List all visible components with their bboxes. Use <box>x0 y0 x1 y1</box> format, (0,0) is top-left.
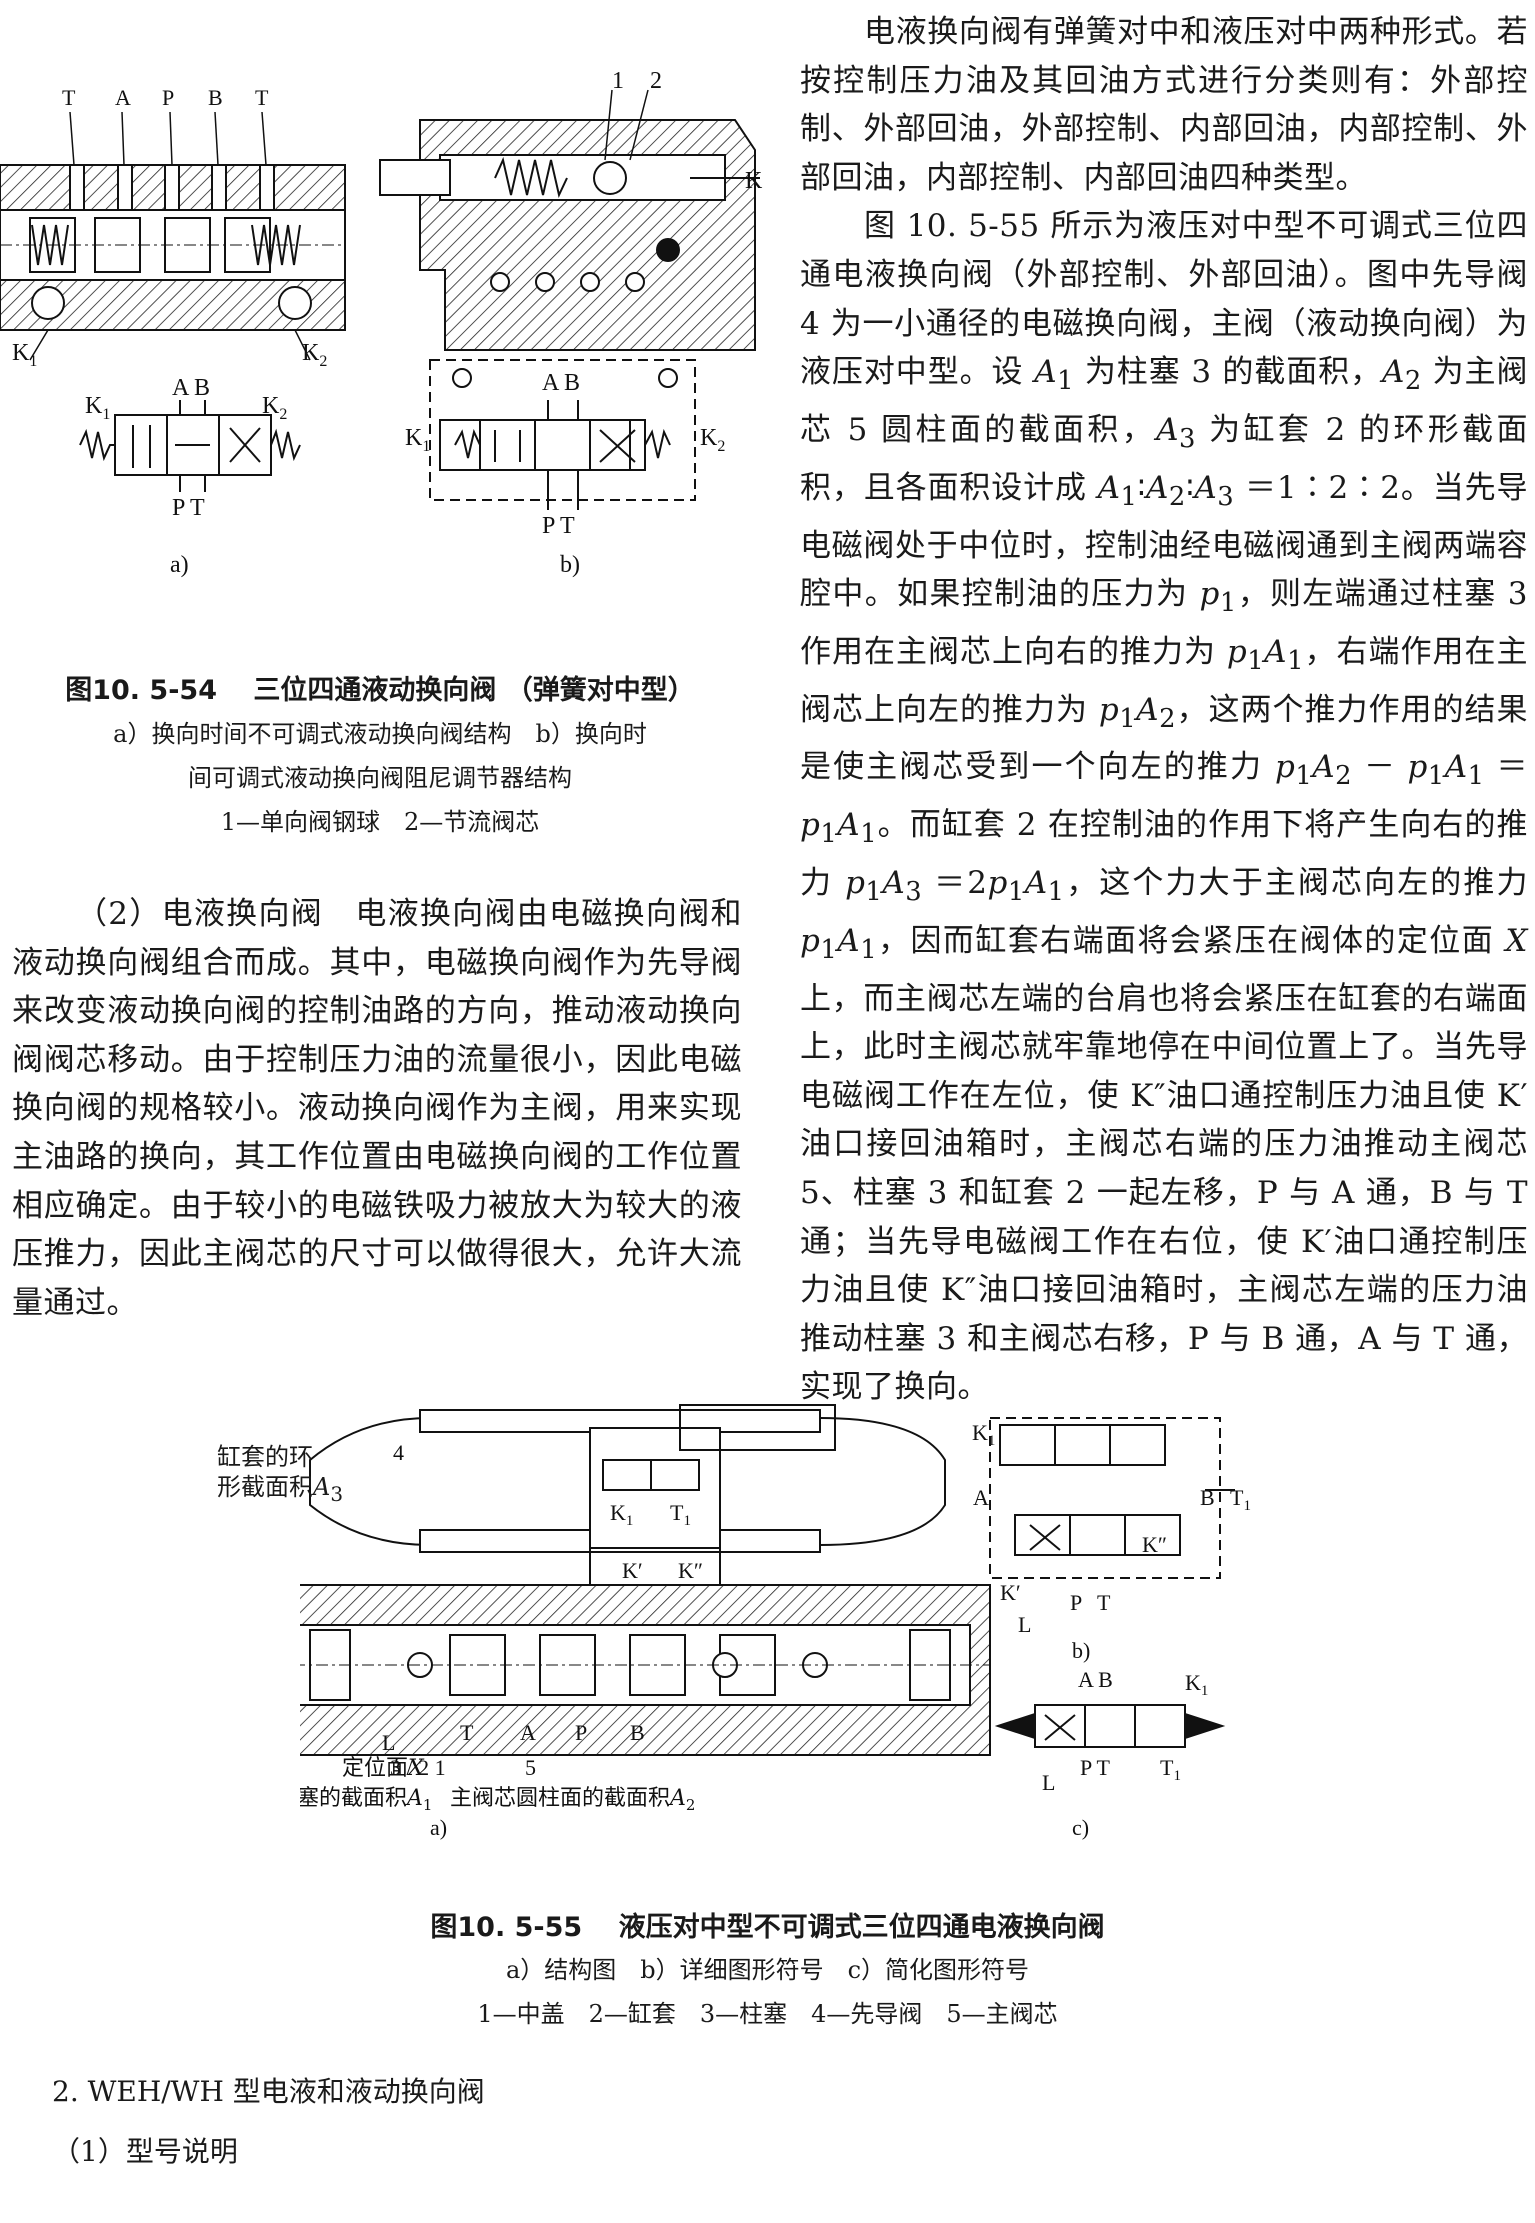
fig55a-port-a: A <box>520 1720 536 1745</box>
fig55a-main-valve <box>300 1584 991 1756</box>
fig55a-port-t: T <box>460 1720 474 1745</box>
fig55a-annulus-line-1: 缸套的环 <box>217 1443 313 1471</box>
fig54a-symbol-k2: K2 <box>262 393 287 423</box>
fig55-caption-line-2: 1—中盖 2—缸套 3—柱塞 4—先导阀 5—主阀芯 <box>477 2000 1058 2028</box>
fig54b-symbol <box>429 359 696 510</box>
fig54a-sublabel: a) <box>170 552 189 578</box>
section-heading-model-description: （1）型号说明 <box>52 2135 238 2168</box>
fig54a-section <box>0 164 346 361</box>
fig55c-l: L <box>1042 1770 1055 1795</box>
fig55-caption-line-1: a）结构图 b）详细图形符号 c）简化图形符号 <box>505 1956 1030 1984</box>
fig54-caption-line-2: 间可调式液动换向阀阻尼调节器结构 <box>188 764 572 792</box>
fig55b-sublabel: b) <box>1072 1638 1090 1663</box>
fig54a-k2-label: K2 <box>302 340 327 370</box>
fig54-caption-title: 图10. 5-54 三位四通液动换向阀 （弹簧对中型） <box>65 675 695 706</box>
fig55b-p: P <box>1070 1590 1082 1615</box>
fig55a-pilot-t1: T1 <box>670 1500 691 1529</box>
right-paragraph-2: 图 10. 5-55 所示为液压对中型不可调式三位四通电液换向阀（外部控制、外部… <box>800 208 1529 1406</box>
right-paragraph-1: 电液换向阀有弹簧对中和液压对中两种形式。若按控制压力油及其回油方式进行分类则有：… <box>800 14 1528 196</box>
fig55b-k-double-prime: K″ <box>1142 1532 1167 1557</box>
fig54-port-label-t2: T <box>255 85 269 110</box>
fig54a-symbol-ab: A B <box>172 375 210 401</box>
fig54b-sublabel: b) <box>560 552 580 578</box>
fig55a-port-b: B <box>630 1720 645 1745</box>
fig54-caption-lines: a）换向时间不可调式液动换向阀结构 b）换向时 间可调式液动换向阀阻尼调节器结构… <box>0 712 760 844</box>
fig54-port-label-p: P <box>162 85 174 110</box>
fig55a-sublabel: a) <box>430 1815 447 1840</box>
fig54b-symbol-pt: P T <box>542 513 575 539</box>
fig54b-symbol-k1: K1 <box>405 425 430 455</box>
fig55b-k1: K1 <box>972 1420 995 1449</box>
fig54-port-label-a: A <box>115 85 131 110</box>
fig55a-datum-label: 定位面X <box>342 1756 425 1781</box>
fig55b-t1: T1 <box>1230 1485 1251 1514</box>
fig54b-callout-1: 1 <box>612 68 624 94</box>
fig55a-k-double-prime: K″ <box>678 1558 703 1583</box>
fig54b-symbol-ab: A B <box>542 370 580 396</box>
fig55a-port-p: P <box>575 1720 587 1745</box>
fig55c-k1: K1 <box>1185 1670 1208 1699</box>
fig54a-symbol <box>79 400 301 492</box>
fig54-caption-line-1: a）换向时间不可调式液动换向阀结构 b）换向时 <box>113 720 647 748</box>
fig54a-k1-label: K1 <box>12 340 37 370</box>
fig55c-simplified-symbol <box>994 1704 1226 1748</box>
fig55a-annulus-line-2: 形截面积A3 <box>217 1473 344 1506</box>
figure-10-5-55: 4 K1 T1 K′ K″ T A P B K1 A B T1 K′ K″ L … <box>300 1404 1251 1840</box>
figure-10-5-54: T A P B T K1 K2 A B P T K1 K2 a) <box>0 68 763 578</box>
fig54b-symbol-k2: K2 <box>700 425 725 455</box>
fig55b-port-b: B <box>1200 1485 1215 1510</box>
fig55a-spool-area: 主阀芯圆柱面的截面积A2 <box>450 1786 695 1814</box>
fig55c-ab: A B <box>1078 1667 1113 1692</box>
fig55c-pt: P T <box>1080 1755 1111 1780</box>
fig54b-section <box>379 89 760 351</box>
section-heading-weh-wh: 2. WEH/WH 型电液和液动换向阀 <box>52 2075 485 2108</box>
right-column: 电液换向阀有弹簧对中和液压对中两种形式。若按控制压力油及其回油方式进行分类则有：… <box>800 8 1528 1412</box>
fig55a-label-4: 4 <box>393 1440 404 1465</box>
fig55c-t1: T1 <box>1160 1755 1181 1784</box>
fig54a-symbol-pt: P T <box>172 495 205 521</box>
fig55a-k-prime: K′ <box>622 1558 643 1583</box>
fig55c-sublabel: c) <box>1072 1815 1089 1840</box>
fig55-caption-title: 图10. 5-55 液压对中型不可调式三位四通电液换向阀 <box>430 1912 1105 1943</box>
left-paragraph-electrohydraulic-valve: （2）电液换向阀 电液换向阀由电磁换向阀和液动换向阀组合而成。其中，电磁换向阀作… <box>12 896 742 1321</box>
fig55b-k-prime: K′ <box>1000 1580 1021 1605</box>
fig55b-port-a: A <box>973 1485 989 1510</box>
fig55a-callout-5: 5 <box>525 1755 536 1780</box>
fig54a-symbol-k1: K1 <box>85 393 110 423</box>
fig55a-pilot-k1: K1 <box>610 1500 633 1529</box>
fig54-caption-line-3: 1—单向阀钢球 2—节流阀芯 <box>220 808 540 836</box>
fig55a-l: L <box>382 1730 395 1755</box>
fig54-port-label-b: B <box>208 85 223 110</box>
fig55a-annulus-label: 缸套的环 形截面积A3 <box>217 1442 343 1509</box>
fig54b-k-label: K <box>745 168 763 194</box>
fig55b-detailed-symbol <box>679 1404 1235 1579</box>
fig54b-callout-2: 2 <box>650 68 662 94</box>
fig55-caption-lines: a）结构图 b）详细图形符号 c）简化图形符号 1—中盖 2—缸套 3—柱塞 4… <box>0 1948 1535 2036</box>
fig54-port-label-t1: T <box>62 85 76 110</box>
fig55a-nums-bottom: 3 / 2 1 <box>390 1755 446 1780</box>
fig55a-plunger-area: 柱塞的截面积A1 <box>300 1786 432 1814</box>
fig55b-t: T <box>1097 1590 1111 1615</box>
fig55b-l: L <box>1018 1612 1031 1637</box>
